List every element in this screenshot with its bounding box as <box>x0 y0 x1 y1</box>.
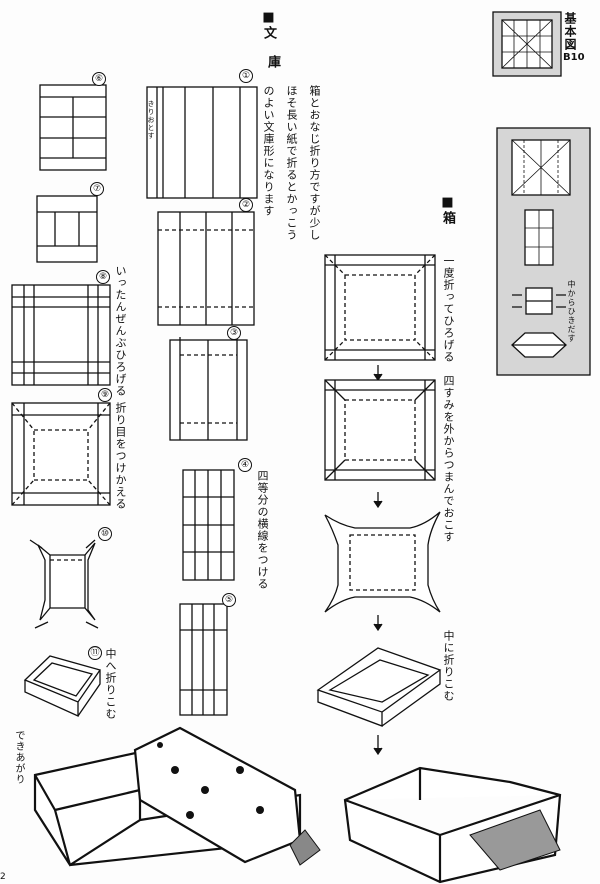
step-num-6: ⑥ <box>92 72 106 86</box>
step-4-text: 四等分の横線をつける <box>256 470 269 590</box>
step-num-2: ② <box>239 198 253 212</box>
box-step-1-diagram <box>324 254 436 361</box>
hako-step-1-text: 一度折ってひろげる <box>442 255 455 363</box>
cut-label: きりおとす <box>147 100 155 140</box>
step-2-diagram <box>157 211 255 326</box>
step-num-1: ① <box>239 69 253 83</box>
step-num-7: ⑦ <box>90 182 104 196</box>
step-3-diagram <box>169 337 248 441</box>
basic-diagram-label: 基本図 <box>563 12 577 51</box>
step-num-5: ⑤ <box>222 593 236 607</box>
box-step-2-diagram <box>324 379 436 481</box>
hako-step-3-text: 中に折りこむ <box>442 630 455 702</box>
step-7-diagram <box>36 195 98 263</box>
step-11-text: 中へ折りこむ <box>104 648 117 720</box>
box-step-4-diagram <box>316 647 442 727</box>
finished-hako-box <box>343 766 562 884</box>
basic-diagram-panel <box>492 11 562 77</box>
intro-line-1: 箱とおなじ折り方ですが少し <box>308 85 321 241</box>
box-step-3-diagram <box>324 511 441 613</box>
page-number: 2 <box>0 872 6 882</box>
step-10-diagram <box>29 539 99 629</box>
basic-diagram-code: B10 <box>563 52 585 63</box>
step-6-diagram <box>39 84 107 171</box>
step-9-text: 折り目をつけかえる <box>114 402 127 510</box>
step-num-8: ⑧ <box>96 270 110 284</box>
step-4-diagram <box>182 469 235 581</box>
step-num-4: ④ <box>238 458 252 472</box>
intro-line-2: ほそ長い紙で折るとかっこう <box>285 85 298 241</box>
step-num-10: ⑩ <box>98 527 112 541</box>
step-num-3: ③ <box>227 326 241 340</box>
hako-title: ■箱 <box>440 195 455 225</box>
step-11-diagram <box>23 655 102 718</box>
hako-step-2-text: 四すみを外からつまんでおこす <box>442 375 455 543</box>
pull-out-label: 中からひきだす <box>567 280 576 343</box>
bunko-title: ■文 <box>261 10 276 40</box>
step-8-diagram <box>11 284 111 386</box>
bunko-title-2: 庫 <box>265 55 280 69</box>
finished-bunko-box <box>33 726 321 867</box>
step-1-diagram <box>146 86 258 199</box>
step-9-diagram <box>11 402 111 506</box>
done-label: できあがり <box>13 730 24 785</box>
box-base-panel <box>496 127 591 376</box>
intro-line-3: のよい文庫形になります <box>262 85 275 217</box>
step-8-text: いったんぜんぶひろげる <box>114 265 127 397</box>
step-num-11: ⑪ <box>88 646 102 660</box>
step-num-9: ⑨ <box>98 388 112 402</box>
step-5-diagram <box>179 603 228 716</box>
